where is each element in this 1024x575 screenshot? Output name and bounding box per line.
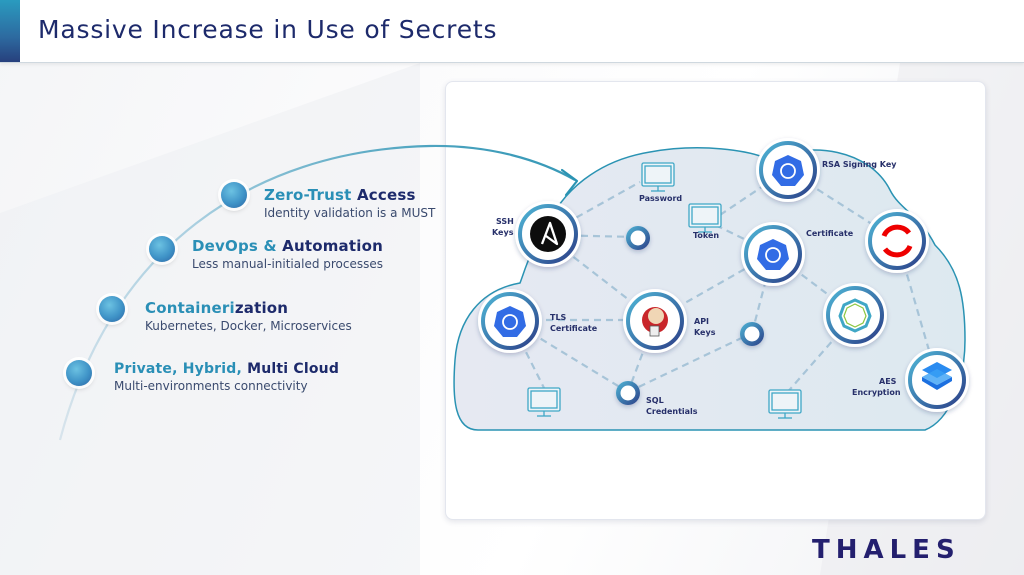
trend-subtitle: Kubernetes, Docker, Microservices xyxy=(145,319,352,333)
thales-logo: THALES xyxy=(812,535,961,565)
node-container-platform xyxy=(823,283,887,347)
header-accent-bar xyxy=(0,0,20,62)
monitor-icon xyxy=(641,162,675,192)
node-rsa-signing-key xyxy=(756,138,820,202)
node-label: API xyxy=(694,317,709,326)
small-node xyxy=(626,226,650,250)
kubernetes-icon xyxy=(772,155,804,186)
trend-subtitle: Less manual-initialed processes xyxy=(192,257,384,271)
page-title: Massive Increase in Use of Secrets xyxy=(38,15,498,44)
node-certificate xyxy=(741,222,805,286)
kubernetes-icon xyxy=(494,306,526,337)
monitor-label-token: Token xyxy=(693,231,719,240)
node-tls-certificate xyxy=(478,289,542,353)
node-api-keys xyxy=(623,289,687,353)
layers-icon xyxy=(922,362,952,390)
node-label: SQL xyxy=(646,396,664,405)
node-label: TLS xyxy=(550,313,567,322)
openshift-icon xyxy=(881,224,913,258)
node-label: Certificate xyxy=(550,324,598,333)
trend-bullet xyxy=(221,182,247,208)
ansible-icon xyxy=(530,216,566,252)
trend-subtitle: Identity validation is a MUST xyxy=(264,206,436,220)
node-label: AES xyxy=(879,377,897,386)
node-label: Keys xyxy=(492,228,514,237)
slide-header: Massive Increase in Use of Secrets xyxy=(0,0,1024,63)
trend-bullet xyxy=(66,360,92,386)
trend-bullet xyxy=(99,296,125,322)
small-node-sql-credentials xyxy=(616,381,640,405)
trend-devops: DevOps & Automation Less manual-initiale… xyxy=(192,237,384,271)
kubernetes-icon xyxy=(757,239,789,270)
node-openshift xyxy=(865,209,929,273)
node-aes-encryption xyxy=(905,348,969,412)
node-label: SSH xyxy=(496,217,514,226)
node-label: RSA Signing Key xyxy=(822,160,897,169)
node-label: Certificate xyxy=(806,229,854,238)
trend-multi-cloud: Private, Hybrid, Multi Cloud Multi-envir… xyxy=(114,361,340,393)
trend-bullet xyxy=(149,236,175,262)
monitor-label-password: Password xyxy=(639,194,682,203)
monitor-icon xyxy=(688,203,722,233)
small-node xyxy=(740,322,764,346)
node-ssh-keys xyxy=(515,201,581,267)
container-platform-icon xyxy=(838,298,872,333)
monitor-icon xyxy=(527,387,561,417)
node-label: Credentials xyxy=(646,407,698,416)
monitor-icon xyxy=(768,389,802,419)
node-label: Keys xyxy=(694,328,716,337)
jenkins-icon xyxy=(642,307,668,337)
trend-subtitle: Multi-environments connectivity xyxy=(114,379,308,393)
node-label: Encryption xyxy=(852,388,901,397)
trend-containerization: Containerization Kubernetes, Docker, Mic… xyxy=(145,299,352,333)
trend-zero-trust: Zero-Trust Access Identity validation is… xyxy=(264,186,436,220)
